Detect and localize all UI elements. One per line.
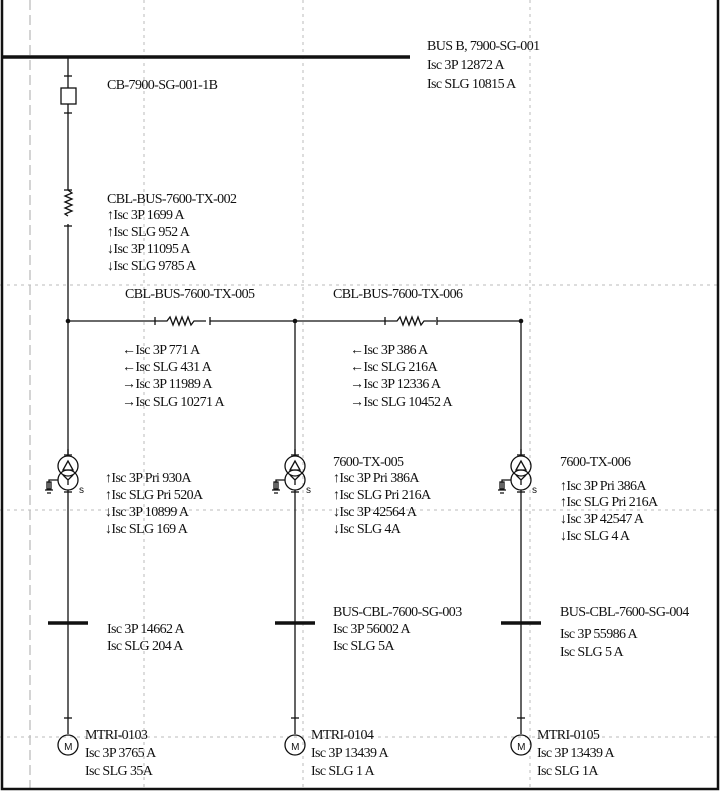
motor-icon[interactable]: M — [284, 734, 306, 756]
cable-006-label-line: ←Isc 3P 386 A — [350, 343, 429, 358]
cable-005-label-line: →Isc SLG 10271 A — [122, 395, 226, 410]
transformer-icon[interactable] — [57, 455, 79, 491]
cable-006-label-line: →Isc SLG 10452 A — [350, 395, 454, 410]
ground-icon — [45, 479, 58, 494]
cable-002-label-line: CBL-BUS-7600-TX-002 — [107, 192, 237, 207]
transformer-1-label-line: ↑Isc SLG Pri 520A — [105, 488, 204, 503]
motor-0103-label-line: MTRI-0103 — [85, 728, 148, 743]
bus-003-label-line: Isc SLG 5A — [333, 639, 395, 654]
cable-002-label-line: ↑Isc 3P 1699 A — [107, 208, 186, 223]
motor-letter: M — [64, 742, 72, 753]
bus-003-label-line: Isc 3P 56002 A — [333, 622, 412, 637]
transformer-005-label-line: ↓Isc 3P 42564 A — [333, 505, 418, 520]
cable-005-resistor-icon[interactable] — [155, 315, 206, 327]
cable-006-label: ←Isc 3P 386 A ←Isc SLG 216A →Isc 3P 12336 … — [350, 343, 454, 410]
transformer-icon[interactable] — [284, 455, 306, 491]
bus-004-label-line: BUS-CBL-7600-SG-004 — [560, 605, 689, 620]
cable-005-label: ←Isc 3P 771 A ←Isc SLG 431 A →Isc 3P 11989… — [122, 343, 226, 410]
transformer-1-label-line: ↓Isc SLG 169 A — [105, 522, 189, 537]
cable-006-label-line: →Isc 3P 12336 A — [350, 377, 442, 392]
feeder-col-1 — [60, 57, 77, 455]
bus-004-label-line: Isc 3P 55986 A — [560, 627, 639, 642]
cable-006-title: CBL-BUS-7600-TX-006 — [333, 287, 464, 302]
bus-1-label: Isc 3P 14662 A Isc SLG 204 A — [107, 622, 186, 654]
cable-002-label-line: ↑Isc SLG 952 A — [107, 225, 191, 240]
bus-b-label-line: BUS B, 7900-SG-001 — [427, 39, 540, 54]
breaker-label: CB-7900-SG-001-1B — [107, 78, 218, 93]
motor-0105-label-line: MTRI-0105 — [537, 728, 600, 743]
transformer-006-label-line: 7600-TX-006 — [560, 455, 631, 470]
cable-002-label-line: ↓Isc 3P 11095 A — [107, 242, 191, 257]
transformer-005-label: 7600-TX-005↑Isc 3P Pri 386A ↑Isc SLG Pri … — [333, 455, 433, 537]
cable-002-label: CBL-BUS-7600-TX-002↑Isc 3P 1699 A ↑Isc SL… — [107, 192, 238, 274]
ground-icon — [272, 479, 285, 494]
motor-letter: M — [291, 742, 299, 753]
breaker-label-line: CB-7900-SG-001-1B — [107, 78, 218, 93]
bus-004-label-line: Isc SLG 5 A — [560, 645, 625, 660]
transformer-1-label: ↑Isc 3P Pri 930A ↑Isc SLG Pri 520A ↓Isc 3P… — [105, 471, 205, 537]
branch-1: sM — [45, 449, 88, 756]
bus-b-label-line: Isc 3P 12872 A — [427, 58, 506, 73]
branch-3: sM — [498, 449, 541, 756]
cable-005-title: CBL-BUS-7600-TX-005 — [125, 287, 256, 302]
motor-0103-label-line: Isc 3P 3765 A — [85, 746, 157, 761]
motor-0105-label-line: Isc 3P 13439 A — [537, 746, 616, 761]
transformer-006-label-line: ↑Isc 3P Pri 386A — [560, 479, 647, 494]
secondary-marker: s — [532, 485, 537, 496]
transformer-1-label-line: ↓Isc 3P 10899 A — [105, 505, 190, 520]
cable-006-label-line: ←Isc SLG 216A — [350, 360, 439, 375]
cable-005-label-line: ←Isc SLG 431 A — [122, 360, 213, 375]
transformer-1-label-line: ↑Isc 3P Pri 930A — [105, 471, 192, 486]
bus-003-label-line: BUS-CBL-7600-SG-003 — [333, 605, 462, 620]
cable-005-label-line: →Isc 3P 11989 A — [122, 377, 213, 392]
bus-1-label-line: Isc SLG 204 A — [107, 639, 184, 654]
secondary-marker: s — [306, 485, 311, 496]
transformer-006-label: 7600-TX-006 ↑Isc 3P Pri 386A↑Isc SLG Pri … — [560, 455, 660, 544]
cable-006-resistor-icon[interactable] — [385, 315, 436, 327]
circuit-breaker-icon[interactable] — [60, 87, 77, 105]
motor-0104-label-line: Isc 3P 13439 A — [311, 746, 390, 761]
motor-0104-label-line: MTRI-0104 — [311, 728, 374, 743]
ground-icon — [498, 479, 511, 494]
motor-icon[interactable]: M — [57, 734, 79, 756]
bus-1-label-line: Isc 3P 14662 A — [107, 622, 186, 637]
motor-letter: M — [517, 742, 525, 753]
motor-0103-label-line: Isc SLG 35A — [85, 764, 154, 779]
transformer-005-label-line: 7600-TX-005 — [333, 455, 404, 470]
motor-0105-label-line: Isc SLG 1A — [537, 764, 599, 779]
cable-resistor-icon[interactable] — [63, 189, 74, 217]
motor-0104-label-line: Isc SLG 1 A — [311, 764, 376, 779]
transformer-006-label-line: ↓Isc 3P 42547 A — [560, 512, 645, 527]
cable-006-title-line: CBL-BUS-7600-TX-006 — [333, 287, 463, 302]
transformer-005-label-line: ↑Isc 3P Pri 386A — [333, 471, 420, 486]
transformer-icon[interactable] — [510, 455, 532, 491]
transformer-006-label-line: ↑Isc SLG Pri 216A — [560, 495, 659, 510]
cable-005-title-line: CBL-BUS-7600-TX-005 — [125, 287, 255, 302]
bus-b-label-line: Isc SLG 10815 A — [427, 77, 517, 92]
transformer-006-label-line: ↓Isc SLG 4 A — [560, 529, 631, 544]
tie-connection — [65, 315, 524, 455]
cable-005-label-line: ←Isc 3P 771 A — [122, 343, 201, 358]
cable-002-label-line: ↓Isc SLG 9785 A — [107, 259, 197, 274]
transformer-005-label-line: ↓Isc SLG 4A — [333, 522, 402, 537]
transformer-005-label-line: ↑Isc SLG Pri 216A — [333, 488, 432, 503]
secondary-marker: s — [79, 485, 84, 496]
branch-2: sM — [272, 449, 315, 756]
motor-icon[interactable]: M — [510, 734, 532, 756]
